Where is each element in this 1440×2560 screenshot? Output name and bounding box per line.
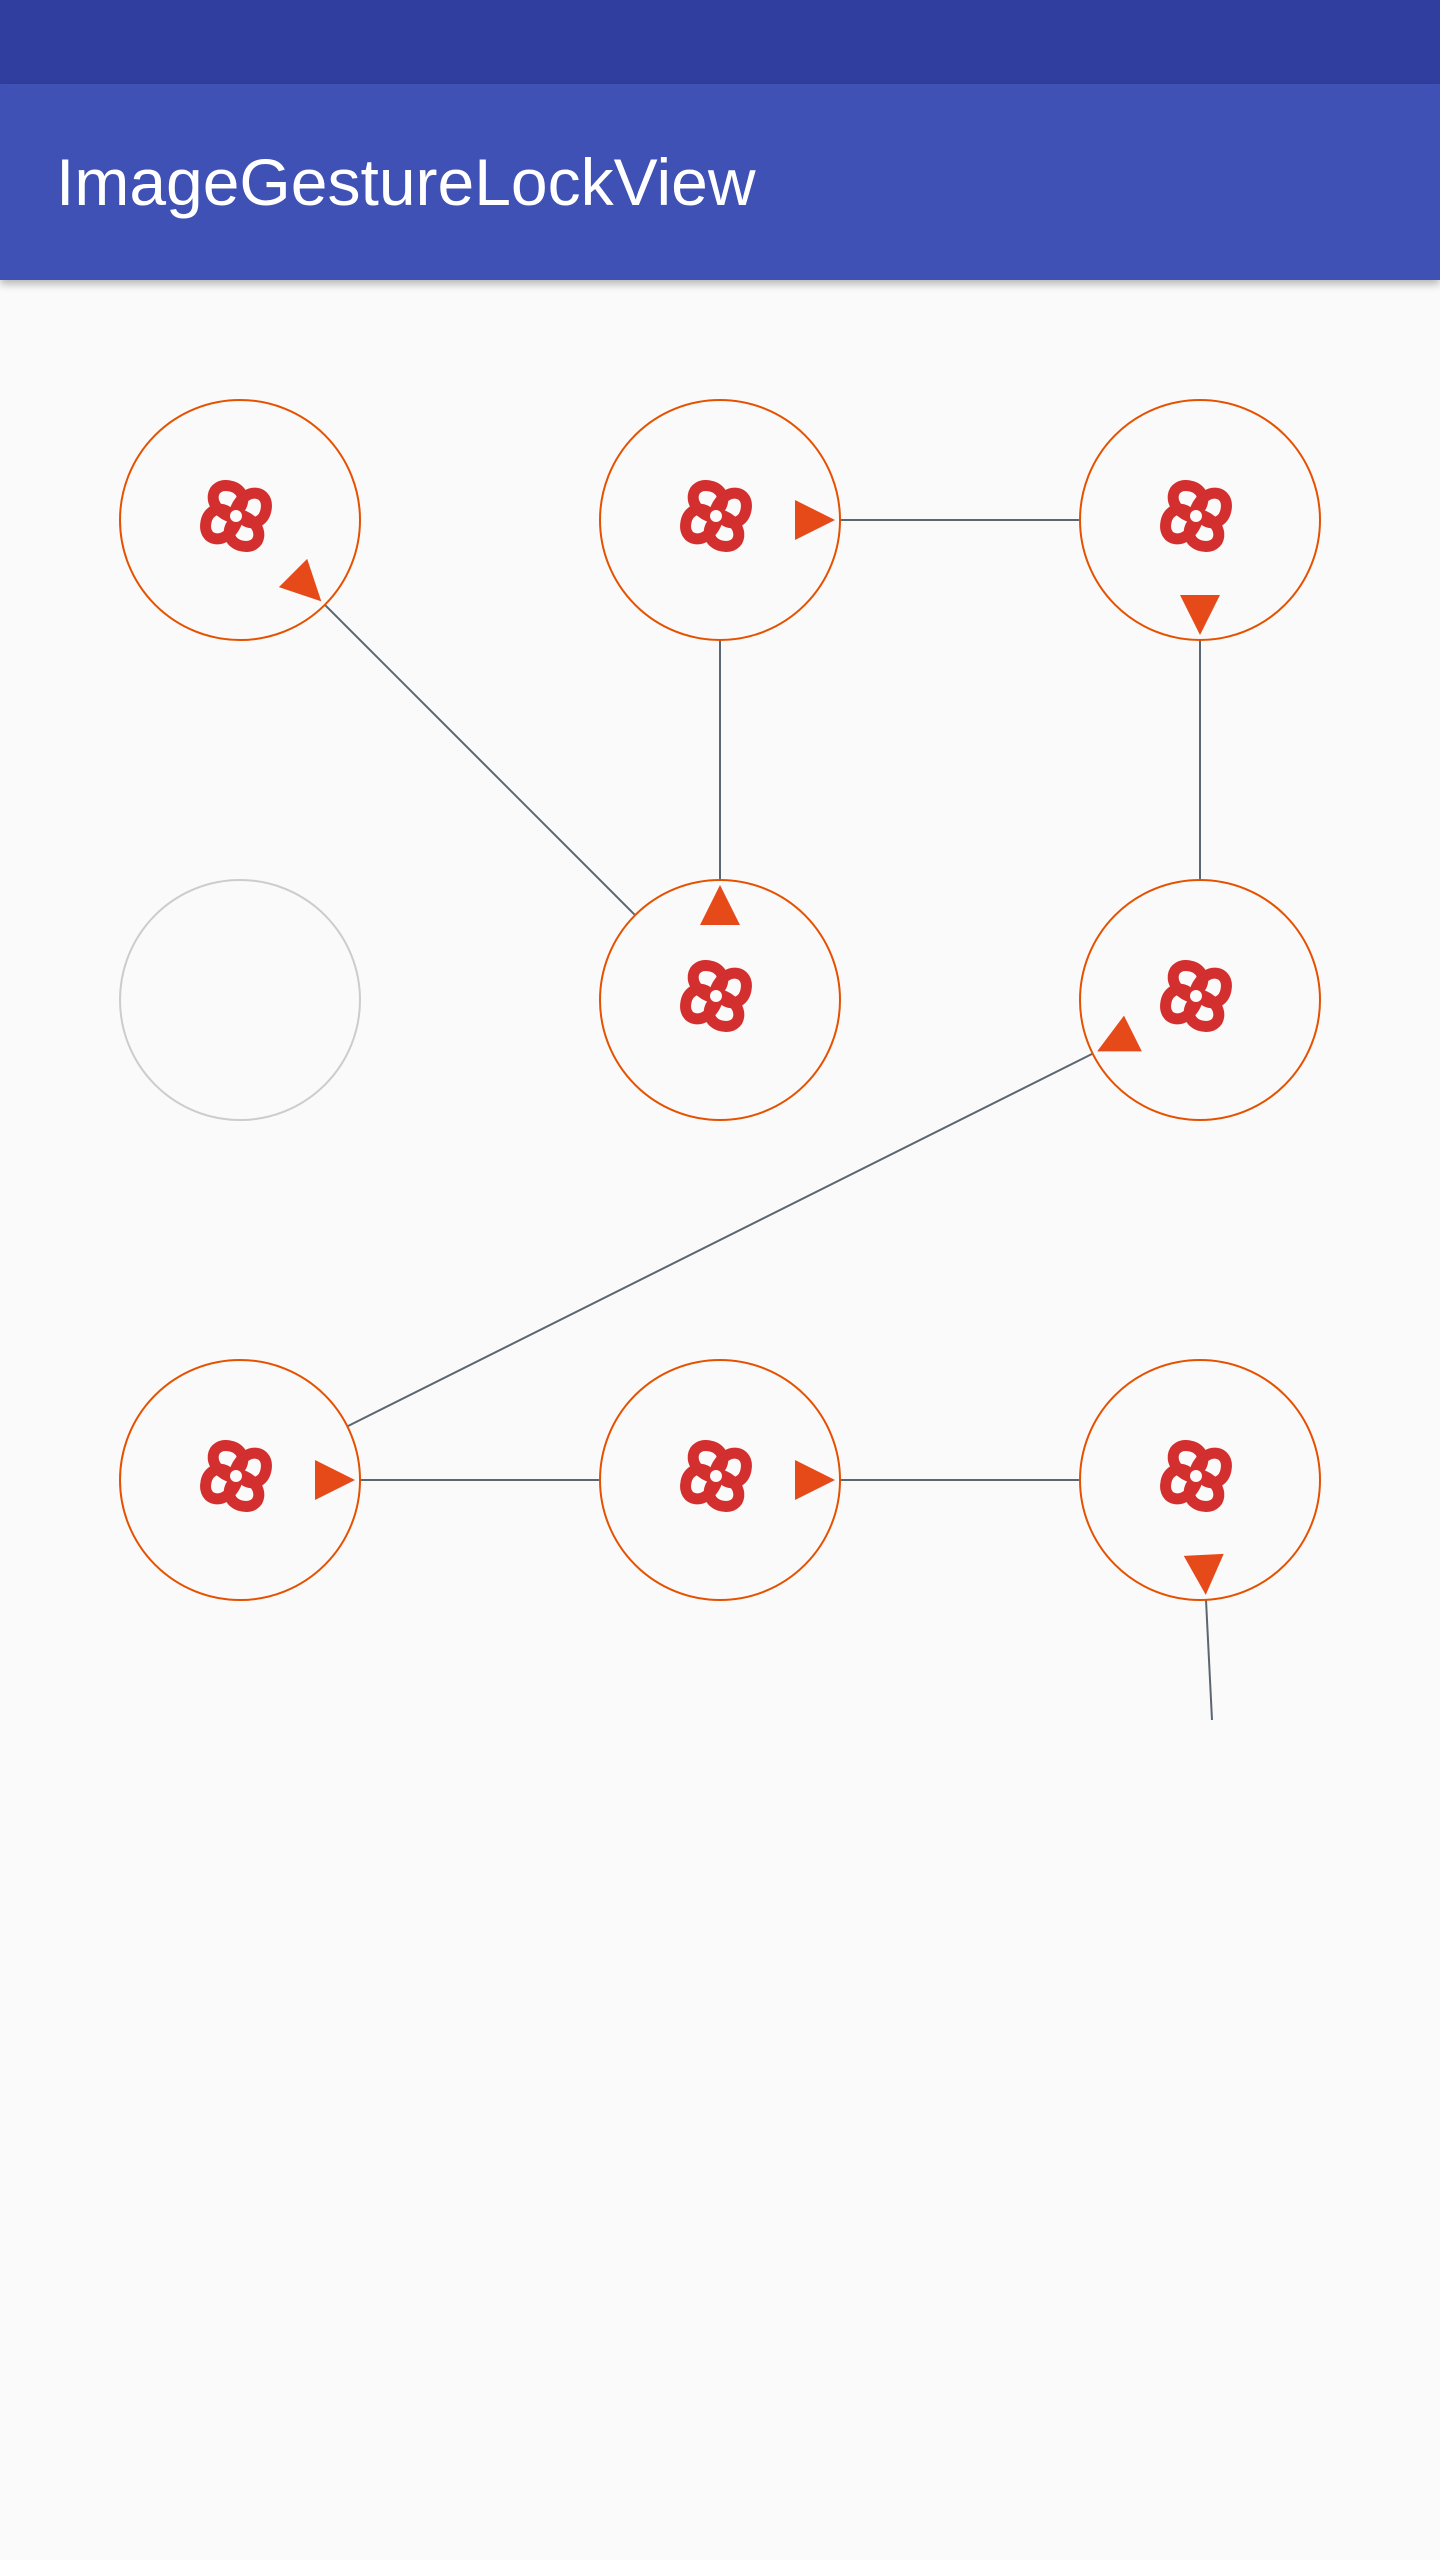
knot-logo-center [1190,510,1202,522]
selected-ring [599,879,841,1121]
selected-ring [1079,1359,1321,1601]
selected-ring [1079,879,1321,1121]
lock-node-3[interactable] [1079,399,1321,641]
knot-logo-loop [1167,960,1209,1002]
knot-logo-icon [680,480,752,552]
gesture-lock-view[interactable] [0,280,1440,2560]
knot-logo-icon [200,480,272,552]
lock-node-7[interactable] [119,1359,361,1601]
direction-arrow-icon [278,558,322,602]
knot-logo-center [230,510,242,522]
knot-logo-loop [687,480,729,522]
knot-logo-icon [1160,1440,1232,1512]
trailing-line [1204,1599,1213,1721]
app-title: ImageGestureLockView [56,145,756,219]
gesture-lock-area[interactable] [0,280,1440,2560]
selected-ring [119,1359,361,1601]
lock-node-1[interactable] [119,399,361,641]
knot-logo-center [230,1470,242,1482]
lock-node-9[interactable] [1079,1359,1321,1601]
selected-ring [119,399,361,641]
path-lines [324,519,1213,1721]
direction-arrow-icon [1180,595,1220,635]
knot-logo-center [710,990,722,1002]
direction-arrow-icon [1097,1015,1142,1052]
direction-arrow-icon [700,885,740,925]
knot-logo-loop [1167,480,1209,522]
lock-node-8[interactable] [599,1359,841,1601]
knot-logo-icon [680,1440,752,1512]
knot-logo-center [1190,1470,1202,1482]
lock-node-4[interactable] [119,879,361,1121]
app-bar: ImageGestureLockView [0,84,1440,280]
selected-ring [599,399,841,641]
knot-logo-loop [687,1440,729,1482]
selected-ring [599,1359,841,1601]
knot-logo-icon [1160,480,1232,552]
direction-arrow-icon [1183,1553,1224,1595]
knot-logo-loop [207,480,249,522]
knot-logo-icon [1160,960,1232,1032]
knot-logo-center [710,1470,722,1482]
lock-node-6[interactable] [1079,879,1321,1121]
knot-logo-icon [680,960,752,1032]
unselected-ring [119,879,361,1121]
direction-arrow-icon [315,1460,355,1500]
knot-logo-center [710,510,722,522]
knot-logo-center [1190,990,1202,1002]
lock-node-5[interactable] [599,879,841,1121]
path-line [346,1052,1094,1428]
direction-arrow-icon [795,500,835,540]
status-bar [0,0,1440,84]
knot-logo-loop [1167,1440,1209,1482]
knot-logo-icon [200,1440,272,1512]
direction-arrow-icon [795,1460,835,1500]
knot-logo-loop [207,1440,249,1482]
lock-node-2[interactable] [599,399,841,641]
selected-ring [1079,399,1321,641]
knot-logo-loop [687,960,729,1002]
path-line [324,604,636,916]
